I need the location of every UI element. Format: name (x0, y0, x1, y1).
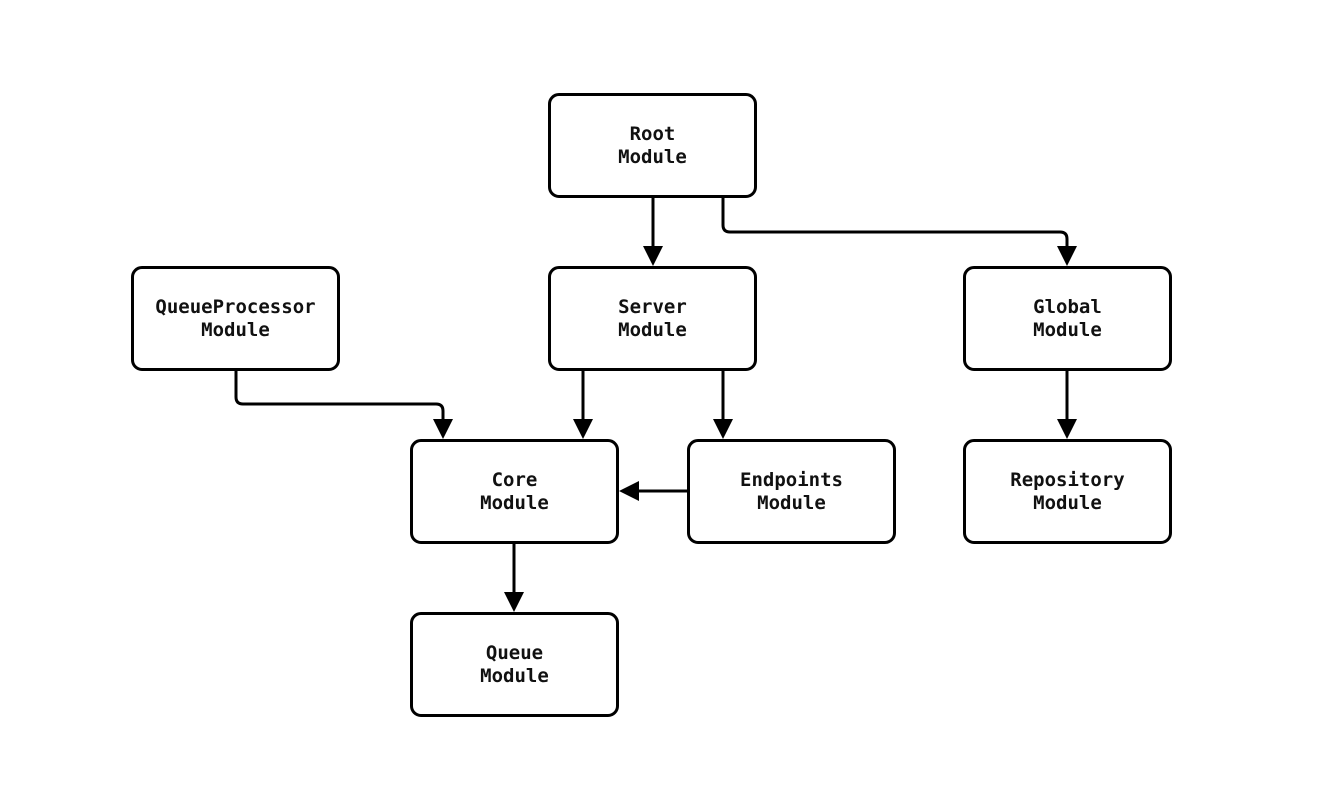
node-label: Module (201, 318, 270, 341)
node-queueprocessor-module: QueueProcessor Module (131, 266, 340, 371)
node-label: Module (480, 664, 549, 687)
node-repository-module: Repository Module (963, 439, 1172, 544)
node-label: QueueProcessor (155, 295, 316, 318)
node-label: Endpoints (740, 468, 843, 491)
node-root-module: Root Module (548, 93, 757, 198)
node-queue-module: Queue Module (410, 612, 619, 717)
node-label: Module (757, 491, 826, 514)
node-label: Module (1033, 318, 1102, 341)
node-label: Module (618, 318, 687, 341)
node-label: Server (618, 295, 687, 318)
node-core-module: Core Module (410, 439, 619, 544)
node-label: Module (1033, 491, 1102, 514)
node-label: Module (480, 491, 549, 514)
edge-root-to-global (721, 198, 1077, 266)
node-global-module: Global Module (963, 266, 1172, 371)
node-endpoints-module: Endpoints Module (687, 439, 896, 544)
node-label: Root (629, 122, 676, 145)
edge-queueprocessor-to-core (234, 371, 453, 439)
node-label: Module (618, 145, 687, 168)
node-label: Core (491, 468, 538, 491)
node-label: Global (1033, 295, 1102, 318)
node-label: Queue (485, 641, 544, 664)
node-label: Repository (1010, 468, 1125, 491)
node-server-module: Server Module (548, 266, 757, 371)
